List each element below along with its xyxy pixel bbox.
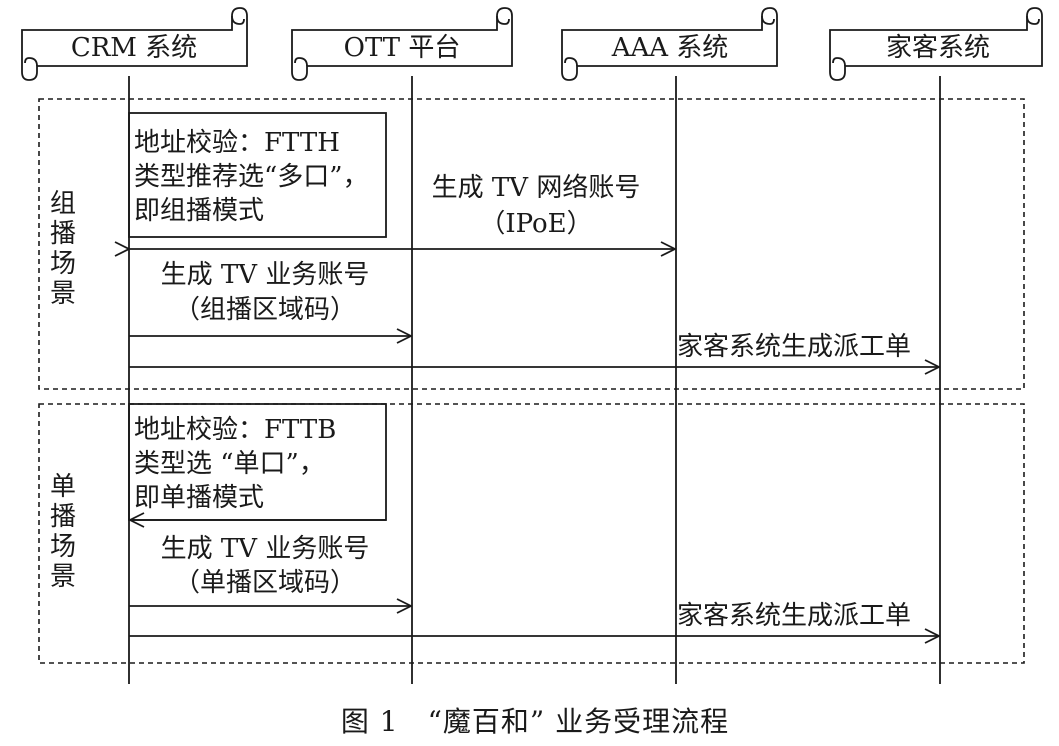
multicast-note-line-1: 地址校验：FTTH <box>134 128 340 158</box>
unicast-scenario-label: 单 播 场 景 <box>50 472 76 592</box>
msg-net-account: 生成 TV 网络账号 <box>432 173 641 203</box>
actor-ott: OTT 平台 <box>291 7 513 81</box>
actor-aaa: AAA 系统 <box>561 7 778 81</box>
svg-text:播: 播 <box>50 502 76 532</box>
msg-tv-account-unicast: 生成 TV 业务账号 <box>161 534 370 564</box>
svg-text:景: 景 <box>50 562 76 592</box>
actor-home: 家客系统 <box>829 7 1043 81</box>
msg-tv-account-unicast-sub: （单播区域码） <box>174 568 356 598</box>
actor-label-home: 家客系统 <box>886 33 990 63</box>
msg-dispatch-multicast: 家客系统生成派工单 <box>677 332 911 362</box>
msg-tv-account-multicast-sub: （组播区域码） <box>174 295 356 325</box>
svg-text:场: 场 <box>50 249 76 279</box>
actor-label-aaa: AAA 系统 <box>611 33 729 63</box>
actor-crm: CRM 系统 <box>21 7 248 81</box>
multicast-scenario-label: 组 播 场 景 <box>50 189 76 309</box>
unicast-scenario-frame <box>38 403 1025 664</box>
unicast-note-line-3: 即单播模式 <box>134 483 264 513</box>
unicast-note-line-2: 类型选 “单口”， <box>134 449 325 479</box>
msg-tv-account-multicast: 生成 TV 业务账号 <box>161 260 370 290</box>
svg-text:单: 单 <box>50 472 76 502</box>
multicast-scenario-frame <box>38 98 1025 390</box>
msg-net-account-sub: （IPoE） <box>479 209 592 239</box>
svg-text:场: 场 <box>50 532 76 562</box>
msg-dispatch-unicast: 家客系统生成派工单 <box>677 601 911 631</box>
multicast-note-line-3: 即组播模式 <box>134 196 264 226</box>
svg-text:组: 组 <box>50 189 76 219</box>
unicast-note-line-1: 地址校验：FTTB <box>134 415 336 445</box>
actor-label-crm: CRM 系统 <box>71 33 197 63</box>
svg-text:景: 景 <box>50 279 76 309</box>
actor-label-ott: OTT 平台 <box>344 33 461 63</box>
multicast-address-check-note <box>128 112 387 238</box>
svg-text:播: 播 <box>50 219 76 249</box>
figure-caption: 图 1 “魔百和” 业务受理流程 <box>341 705 729 738</box>
multicast-note-line-2: 类型推荐选“多口”， <box>134 162 369 192</box>
